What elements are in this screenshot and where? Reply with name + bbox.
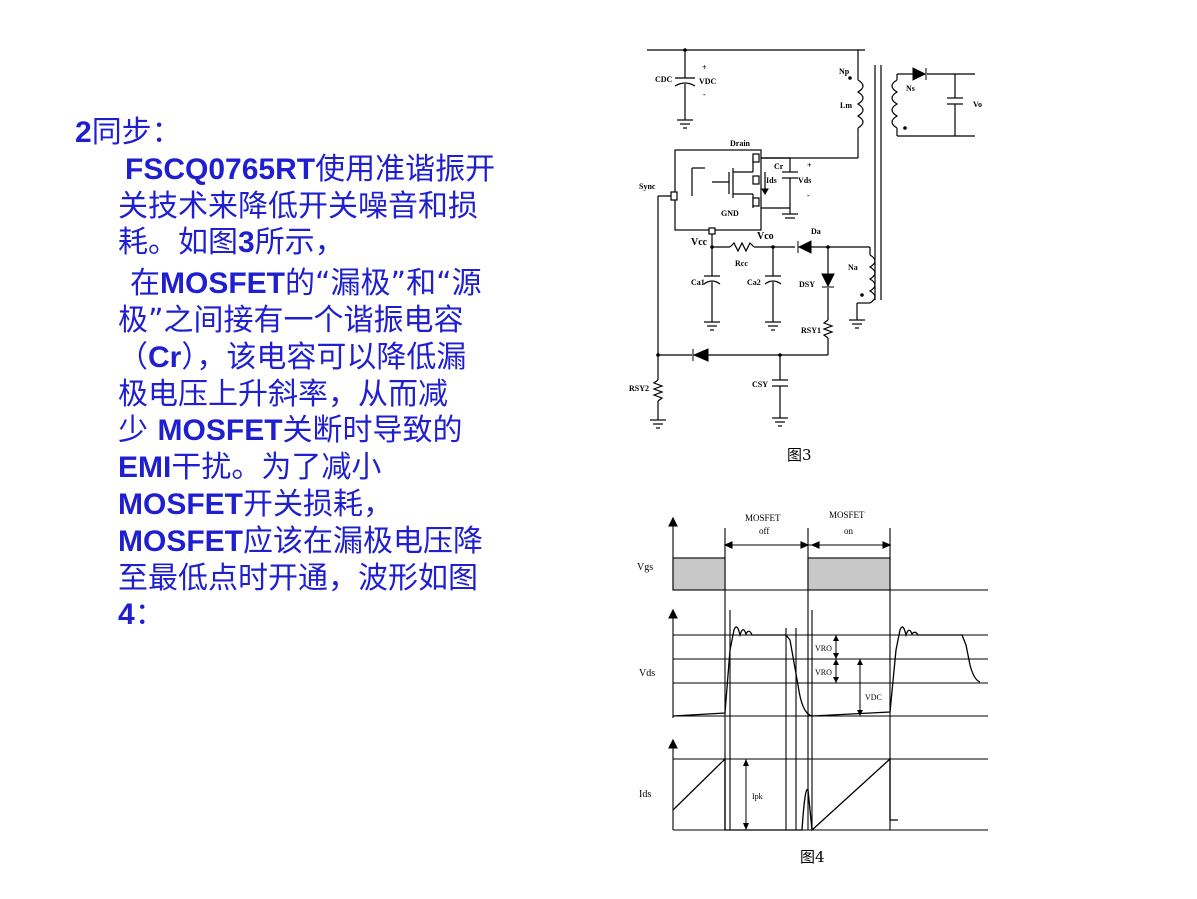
svg-text:-: - [703,90,706,99]
label-on: on [844,526,854,536]
label-mosfet-off: MOSFET [745,513,781,523]
label-vds: Vds [798,176,811,185]
para2-line10: 4： [118,597,165,633]
vds-waveform [672,626,981,717]
svg-text:+: + [807,161,812,170]
label-dsy: DSY [799,280,815,289]
slide-text: 2同步： FSCQ0765RT使用准谐振开 关技术来降低开关噪音和损 耗。如图3… [75,115,555,634]
svg-text:-: - [807,191,810,200]
para2-line4: 极电压上升斜率，从而减 [118,376,448,412]
label-ca1: Ca1 [691,278,705,287]
label-sync: Sync [639,182,656,191]
label-da: Da [811,227,821,236]
label-cr: Cr [774,162,784,171]
label-vo: Vo [973,100,982,109]
para2-line3: （Cr），该电容可以降低漏 [118,339,467,375]
para2-line5: 少 MOSFET关断时导致的 [118,413,463,449]
circuit-schematic-figure: CDC VDC + - Np Lm Ns Vo Drain Cr Ids Vds… [629,48,982,464]
label-ids: Ids [639,789,651,800]
para1-line3: 耗。如图3所示， [118,225,345,261]
ids-waveform [672,757,898,832]
para2-line2: 极”之间接有一个谐振电容 [118,302,464,338]
label-vdc: VDC [865,693,882,702]
label-ca2: Ca2 [747,278,761,287]
para1-line2: 关技术来降低开关噪音和损 [118,188,478,224]
label-vco: Vco [757,231,774,242]
label-np: Np [839,67,850,76]
label-ids: Ids [766,176,777,185]
vgs-pulse-2 [807,557,891,591]
label-vro-2: VRO [815,668,832,677]
label-vdc: VDC [699,77,717,86]
figure3-caption: 图3 [787,446,812,464]
para2-line6: EMI干扰。为了减小 [118,450,382,486]
label-ipk: Ipk [752,792,763,801]
label-rcc: Rcc [735,259,748,268]
label-vro-1: VRO [815,644,832,653]
para2-line9: 至最低点时开通，波形如图 [118,560,478,596]
heading-text: 同步： [91,115,182,150]
heading-line: 2同步： [75,115,555,152]
label-mosfet-on: MOSFET [829,510,865,520]
para2-line8: MOSFET应该在漏极电压降 [118,523,483,559]
label-rsy1: RSY1 [801,326,821,335]
label-na: Na [848,263,858,272]
para1-line1: FSCQ0765RT使用准谐振开 [125,151,496,187]
para2-line1: 在MOSFET的“漏极”和“源 [130,266,482,302]
label-vds: Vds [639,668,655,679]
para2-line7: MOSFET开关损耗， [118,486,393,522]
label-vcc: Vcc [691,237,708,248]
waveform-figure: MOSFET off MOSFET on Vgs Vds Ids VRO VRO… [637,510,988,866]
label-off: off [759,526,769,536]
label-csy: CSY [752,380,768,389]
label-rsy2: RSY2 [629,384,649,393]
label-drain: Drain [730,139,751,148]
label-gnd: GND [721,209,739,218]
svg-text:+: + [702,63,707,72]
label-lm: Lm [840,101,852,110]
vgs-pulse-1 [672,557,726,591]
figure4-caption: 图4 [800,848,825,866]
label-ns: Ns [906,84,915,93]
label-cdc: CDC [655,75,673,84]
heading-number: 2 [75,116,92,149]
label-vgs: Vgs [637,562,653,573]
